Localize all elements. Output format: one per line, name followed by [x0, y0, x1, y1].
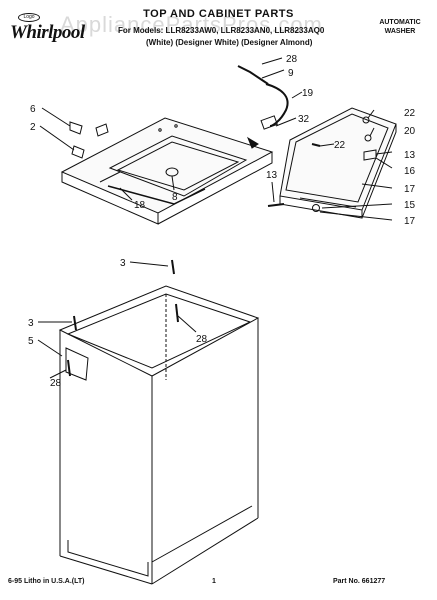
screw-part	[267, 203, 285, 207]
callout-6: 6	[30, 104, 36, 115]
callout-28-top: 28	[286, 54, 298, 65]
callout-13-right: 13	[404, 150, 416, 161]
washer-cabinet	[58, 285, 260, 585]
callout-28-bottom: 28	[50, 378, 62, 389]
screw-28a	[175, 303, 179, 323]
screw-part-2	[311, 143, 321, 147]
callout-3-top: 3	[120, 258, 126, 269]
screw-28b	[67, 359, 71, 377]
callout-18: 18	[134, 200, 146, 211]
callout-3-left: 3	[28, 318, 34, 329]
callout-17-top: 17	[404, 184, 416, 195]
part-number: Part No. 661277	[333, 578, 386, 585]
page-title: TOP AND CABINET PARTS	[143, 8, 294, 20]
wire-harness	[237, 65, 289, 149]
screw-3	[171, 259, 175, 275]
watermark: AppliancePartsPros.com	[60, 12, 323, 37]
bracket-part	[71, 145, 85, 159]
callout-15: 15	[404, 200, 416, 211]
bumper-part	[362, 116, 370, 124]
callout-32: 32	[298, 114, 310, 125]
page-number: 1	[212, 578, 216, 585]
callout-17-bottom: 17	[404, 216, 416, 227]
models-line: For Models: LLR8233AW0, LLR8233AN0, LLR8…	[118, 26, 325, 35]
brand-emblem: Logo	[18, 13, 40, 22]
screw-3b	[73, 315, 77, 331]
hinge-part	[69, 121, 83, 135]
callout-22-top: 22	[404, 108, 416, 119]
grommet-part	[312, 204, 320, 212]
callout-8: 8	[172, 192, 178, 203]
colors-line: (White) (Designer White) (Designer Almon…	[146, 38, 313, 47]
callout-9: 9	[288, 68, 294, 79]
brand-logo: Whirlpool	[10, 22, 85, 43]
callout-19: 19	[302, 88, 314, 99]
callout-13-mid: 13	[266, 170, 278, 181]
print-info: 6-95 Litho in U.S.A.(LT)	[8, 578, 85, 585]
clip-part	[95, 123, 109, 137]
callout-5: 5	[28, 336, 34, 347]
product-type: AUTOMATIC WASHER	[379, 19, 421, 35]
callout-28-mid: 28	[196, 334, 208, 345]
callout-22-mid: 22	[334, 140, 346, 151]
cabinet-top	[60, 117, 274, 225]
callout-20: 20	[404, 126, 416, 137]
callout-16: 16	[404, 166, 416, 177]
callout-2: 2	[30, 122, 36, 133]
spring-part	[364, 134, 372, 142]
